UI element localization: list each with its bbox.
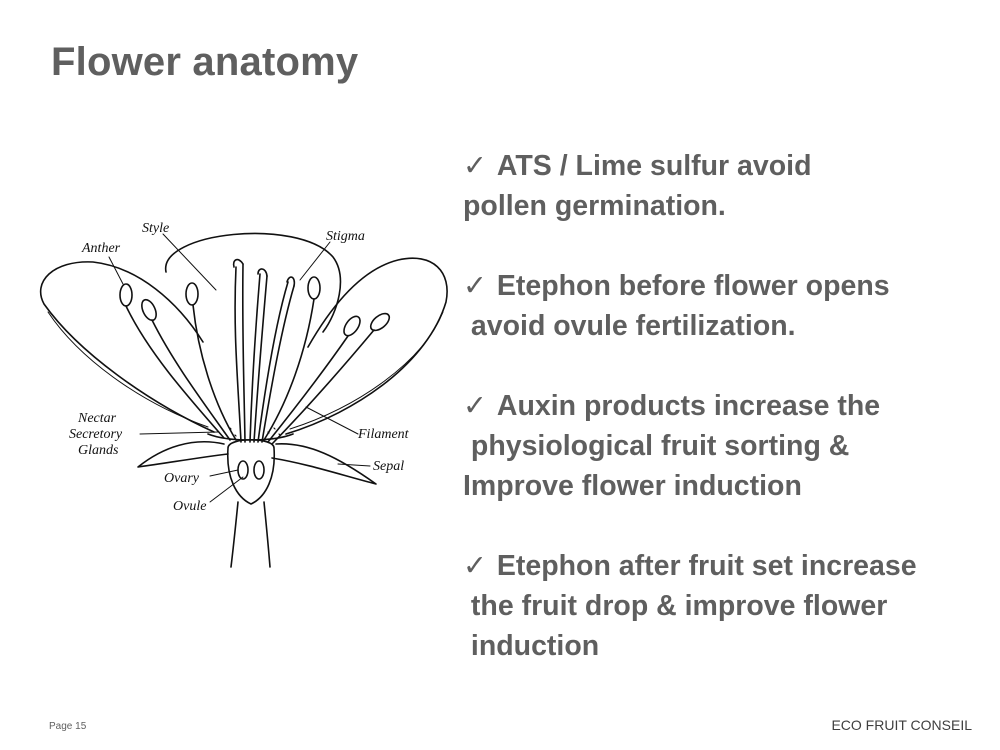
anther-5 (343, 315, 361, 337)
slide-title: Flower anatomy (51, 40, 359, 84)
label-style: Style (142, 221, 169, 236)
label-ovule: Ovule (173, 499, 206, 514)
bullet-list: ✓ ATS / Lime sulfur avoid pollen germinat… (463, 146, 993, 666)
footer-brand: ECO FRUIT CONSEIL (831, 717, 972, 733)
stem (230, 501, 239, 568)
check-icon: ✓ (463, 390, 487, 422)
flower-illustration: Style Stigma Anther Nectar Secretory Gla… (39, 221, 448, 568)
bullet-text: Improve flower induction (463, 470, 802, 502)
flower-anatomy-diagram: Style Stigma Anther Nectar Secretory Gla… (38, 212, 458, 577)
style-3 (257, 281, 289, 443)
label-nectar-1: Nectar (77, 411, 117, 426)
page-number: Page 15 (49, 721, 87, 732)
bullet-text: ATS / Lime sulfur avoid (496, 150, 812, 182)
anther-1 (119, 283, 133, 307)
check-icon: ✓ (463, 270, 487, 302)
ovary (226, 439, 276, 505)
right-petal (285, 257, 448, 435)
bullet-text: Etephon before flower opens (496, 270, 890, 302)
label-ovary: Ovary (164, 471, 200, 486)
bullet-item: ✓ Auxin products increase the physiologic… (463, 386, 993, 506)
label-nectar-2: Secretory (69, 427, 123, 442)
label-anther: Anther (81, 241, 121, 256)
label-sepal: Sepal (373, 459, 404, 474)
style-1 (234, 266, 242, 443)
right-sepal (271, 443, 377, 485)
anther-6 (369, 312, 391, 332)
bullet-text: pollen germination. (463, 190, 726, 222)
bullet-text: induction (463, 630, 600, 662)
bullet-item: ✓ ATS / Lime sulfur avoid pollen germinat… (463, 146, 993, 226)
label-nectar-3: Glands (78, 443, 119, 458)
ovule-left (237, 460, 249, 480)
bullet-text: Auxin products increase the (496, 390, 881, 422)
bullet-item: ✓ Etephon after fruit set increase the fr… (463, 546, 993, 666)
label-filament: Filament (357, 427, 410, 442)
left-sepal (137, 440, 229, 468)
anther-4 (307, 276, 321, 300)
bullet-text: avoid ovule fertilization. (463, 310, 796, 342)
left-petal (39, 261, 215, 433)
bullet-text: physiological fruit sorting & (463, 430, 850, 462)
check-icon: ✓ (463, 150, 487, 182)
style-2 (249, 273, 261, 443)
bullet-text: the fruit drop & improve flower (463, 590, 888, 622)
bullet-item: ✓ Etephon before flower opens avoid ovule… (463, 266, 993, 346)
bullet-text: Etephon after fruit set increase (496, 550, 917, 582)
label-stigma: Stigma (326, 229, 365, 244)
ovule-right (253, 460, 265, 480)
anther-3 (185, 282, 199, 306)
check-icon: ✓ (463, 550, 487, 582)
anther-2 (141, 298, 157, 322)
